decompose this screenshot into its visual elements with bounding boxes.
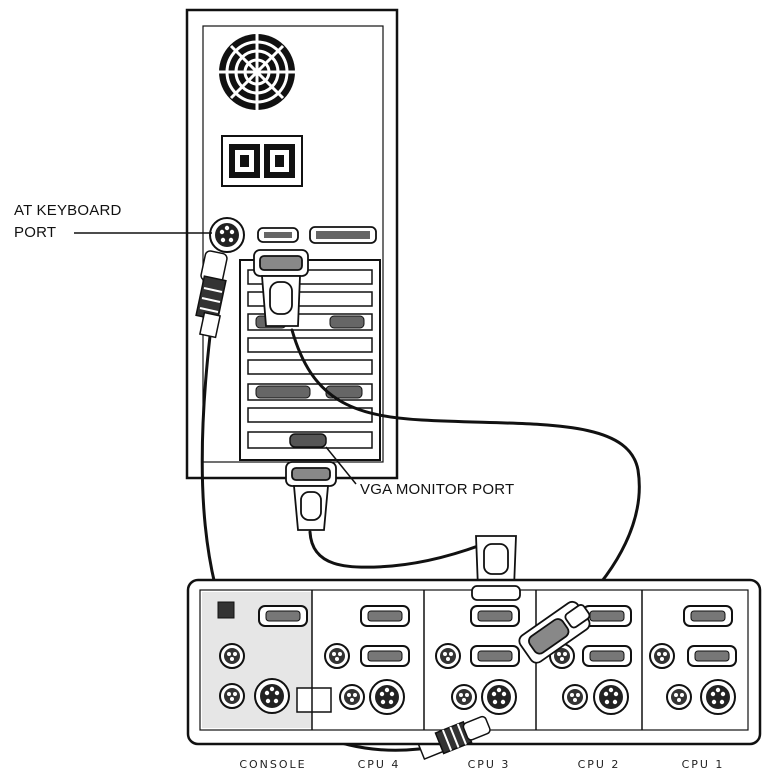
- parallel-port: [309, 226, 377, 244]
- console-section: [202, 592, 332, 728]
- fan-grille-icon: [219, 34, 295, 110]
- leader-lines: [74, 232, 357, 485]
- vga-plug-cpu3-overlay: [471, 585, 521, 601]
- vga-cable-monitor-to-cpu3: [308, 530, 496, 569]
- label-cpu2: CPU 2: [577, 758, 621, 771]
- label-cpu4: CPU 4: [357, 758, 401, 771]
- serial-port: [257, 227, 299, 243]
- label-cpu1: CPU 1: [681, 758, 725, 771]
- label-cpu3: CPU 3: [467, 758, 511, 771]
- vga-plug-monitor: [285, 461, 337, 531]
- keyboard-plug-console-overlay: [434, 715, 491, 755]
- power-sockets: [221, 135, 303, 187]
- vga-monitor-port: [289, 433, 327, 448]
- vga-monitor-port-label: VGA MONITOR PORT: [360, 481, 515, 498]
- keyboard-plug: [195, 250, 228, 339]
- vga-cable-cpu-to-switch: [290, 328, 641, 608]
- vga-plug-cpu: [253, 249, 309, 327]
- expansion-slots: [239, 259, 381, 461]
- at-keyboard-port: [209, 217, 245, 253]
- at-keyboard-label-line1: AT KEYBOARD: [14, 202, 122, 219]
- label-console: CONSOLE: [239, 758, 307, 771]
- vga-plug-cpu2-overlay: [518, 600, 591, 664]
- at-keyboard-label-line2: PORT: [14, 224, 57, 241]
